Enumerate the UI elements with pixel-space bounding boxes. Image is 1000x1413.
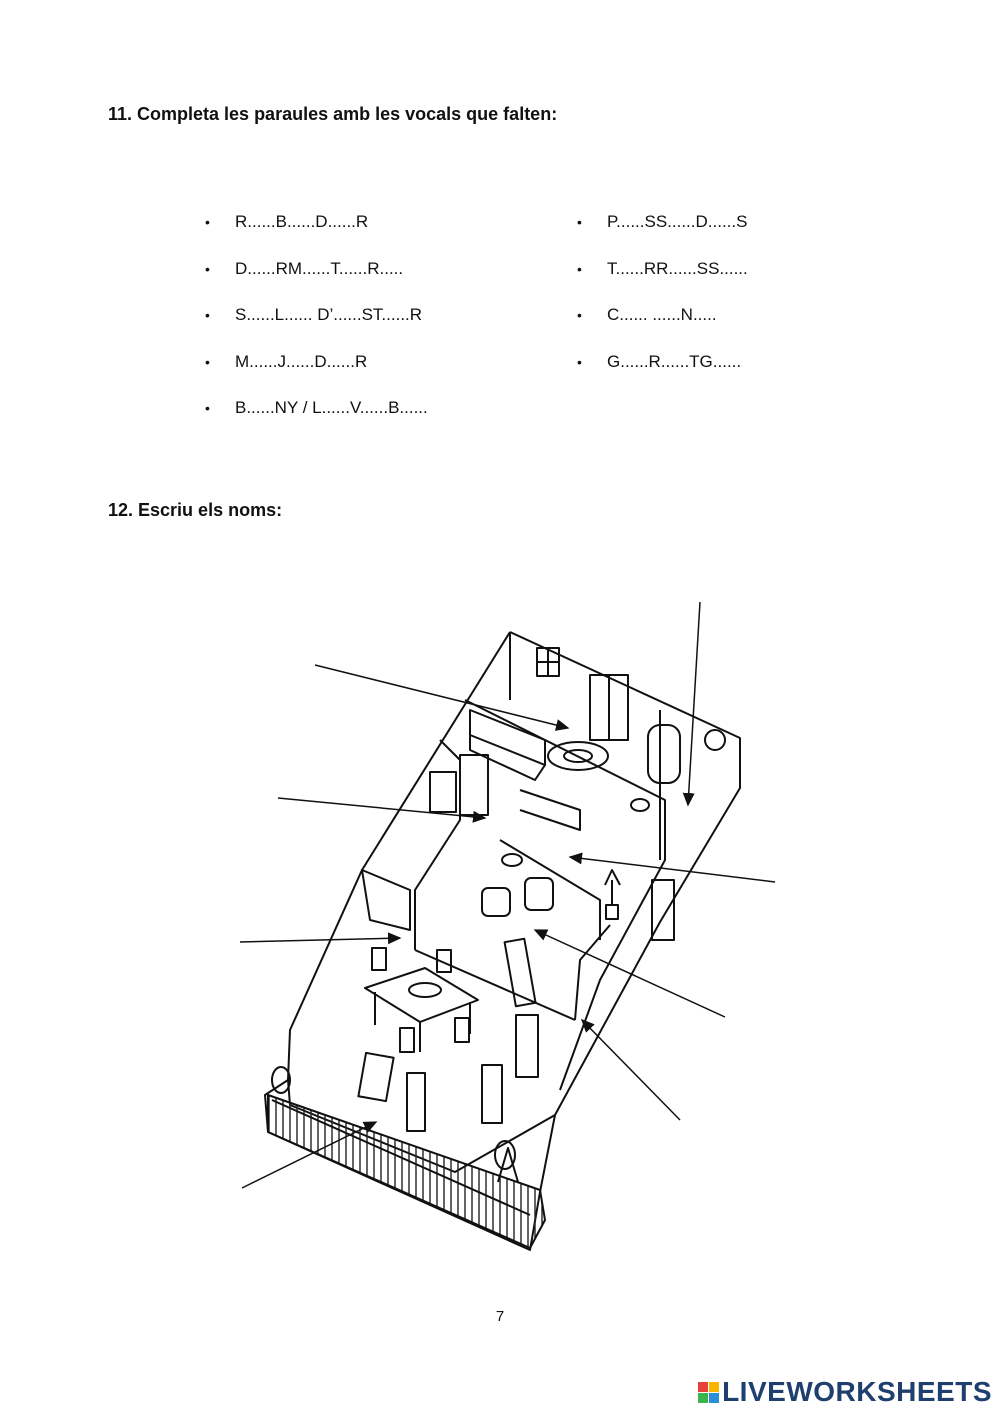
arrow-entrance — [580, 1018, 681, 1121]
liveworksheets-logo-icon — [698, 1381, 720, 1403]
arrow-bedroom — [314, 664, 570, 731]
exercise-11-title: 11. Completa les paraules amb les vocals… — [108, 104, 558, 124]
list-item: T......RR......SS...... — [577, 259, 748, 306]
list-item: M......J......D......R — [205, 352, 428, 399]
list-item: G......R......TG...... — [577, 352, 748, 399]
arrow-kitchen — [277, 797, 487, 823]
list-item: B......NY / L......V......B...... — [205, 398, 428, 445]
arrow-hall — [568, 852, 776, 883]
arrow-bathroom — [682, 601, 701, 807]
arrow-dining-room — [239, 932, 402, 945]
arrow-living-room — [533, 929, 726, 1018]
house-floor-plan-drawing — [239, 601, 776, 1251]
list-item: P......SS......D......S — [577, 212, 748, 259]
list-item: D......RM......T......R..... — [205, 259, 428, 306]
arrow-garden — [241, 1121, 378, 1189]
list-item: C...... ......N..... — [577, 305, 748, 352]
word-list-left: R......B......D......R D......RM......T.… — [205, 212, 428, 445]
garden-strip — [267, 1094, 546, 1249]
brand-text: LIVEWORKSHEETS — [722, 1376, 992, 1407]
outer-wall-right — [509, 631, 741, 1193]
list-item: S......L...... D’......ST......R — [205, 305, 428, 352]
page-number: 7 — [495, 1308, 505, 1325]
outer-wall-left — [287, 631, 511, 1081]
list-item: R......B......D......R — [205, 212, 428, 259]
liveworksheets-brand: LIVEWORKSHEETS — [698, 1376, 992, 1408]
exercise-12-title: 12. Escriu els noms: — [108, 500, 283, 520]
word-list-right: P......SS......D......S T......RR......S… — [577, 212, 748, 398]
